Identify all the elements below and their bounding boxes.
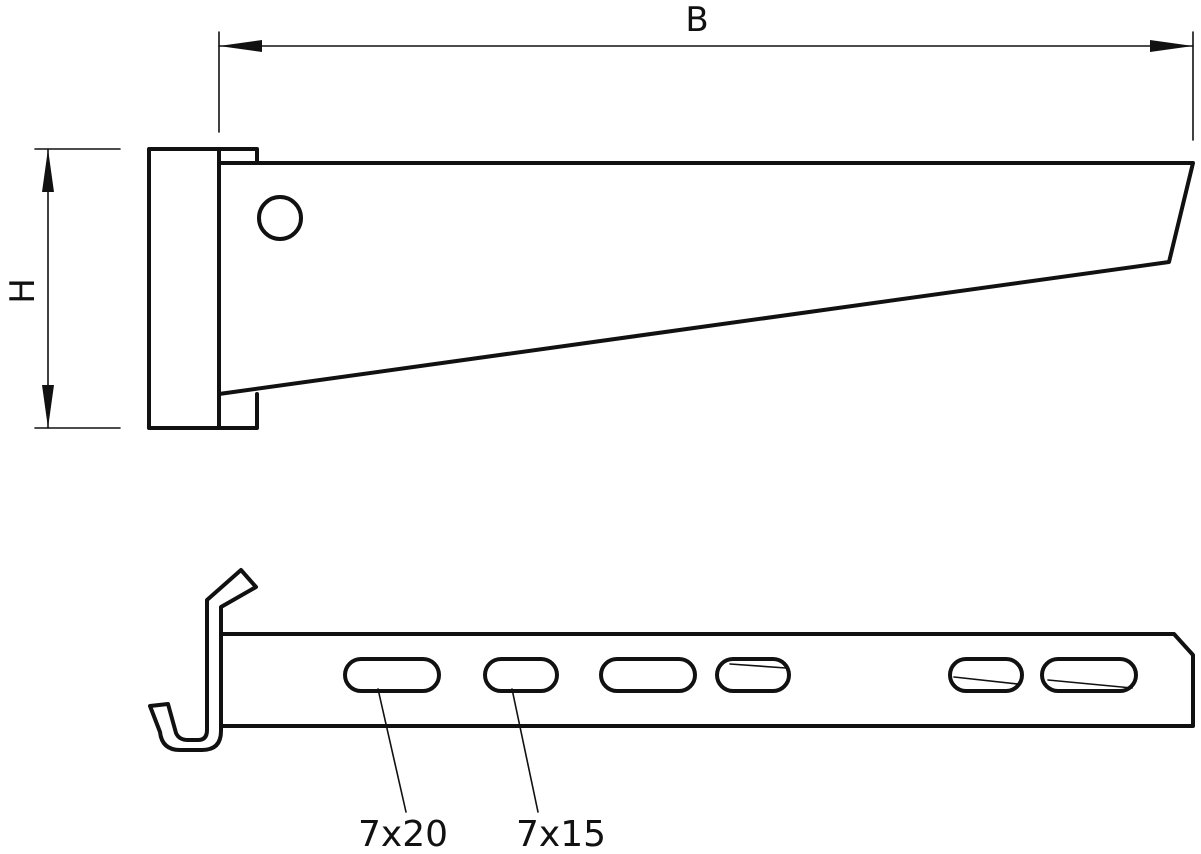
slot-callouts: 7x20 7x15 — [358, 688, 606, 854]
dimension-b-arrow-left — [219, 40, 262, 52]
mounting-hole — [257, 195, 303, 241]
plate-top-lip — [217, 147, 259, 165]
dimension-h-arrow-bottom — [42, 385, 54, 428]
callout-label-7x15: 7x15 — [516, 814, 606, 854]
slot-6 — [1040, 657, 1138, 693]
slot-5 — [948, 657, 1024, 693]
slot-2 — [483, 657, 559, 693]
bracket-side-view — [147, 147, 1195, 430]
slot-4 — [715, 657, 791, 693]
mounting-plate — [147, 147, 221, 430]
hook-profile — [148, 568, 258, 752]
dimension-h-label: H — [3, 278, 43, 304]
dimension-h-arrow-top — [42, 149, 54, 192]
callout-leader-7x20 — [377, 688, 407, 813]
dimension-h: H — [3, 148, 121, 429]
slot-5-hatch — [953, 676, 1019, 685]
slot-4-hatch — [729, 663, 787, 669]
callout-leader-7x15 — [511, 688, 539, 813]
slot-1 — [343, 657, 441, 693]
slot-3 — [599, 657, 697, 693]
plate-bottom-lip — [217, 392, 259, 430]
slot-6-hatch — [1047, 679, 1133, 689]
dimension-b-label: B — [685, 0, 708, 40]
tapered-arm — [217, 161, 1195, 396]
bracket-top-view — [148, 568, 1195, 752]
arm-top-profile — [219, 632, 1195, 728]
callout-label-7x20: 7x20 — [358, 814, 448, 854]
dimension-b: B — [218, 0, 1194, 141]
dimension-b-arrow-right — [1150, 40, 1193, 52]
